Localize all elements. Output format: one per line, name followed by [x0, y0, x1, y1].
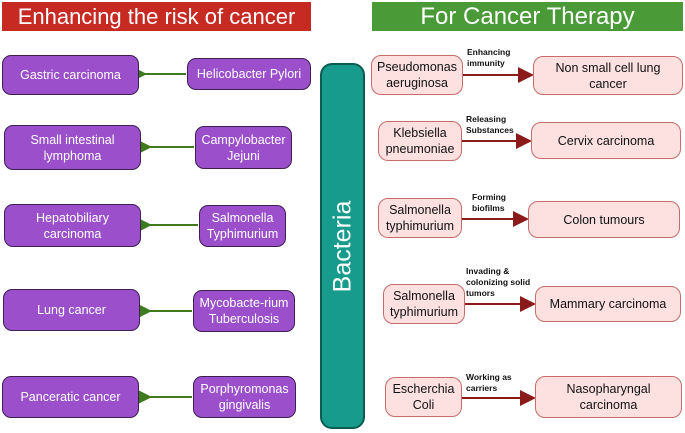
- therapy-mechanism-3: Forming biofilms: [472, 192, 506, 213]
- therapy-bacterium-box-1: Pseudomonas aeruginosa: [371, 55, 463, 95]
- risk-cancer-box-3: Hepatobiliary carcinoma: [4, 204, 141, 247]
- risk-header: Enhancing the risk of cancer: [2, 2, 311, 31]
- therapy-cancer-box-1: Non small cell lung cancer: [533, 56, 683, 95]
- therapy-bacterium-box-5: Escherchia Coli: [385, 377, 462, 417]
- risk-bacterium-box-4: Mycobacte-rium Tuberculosis: [193, 290, 295, 332]
- therapy-mechanism-2: Releasing Substances: [466, 114, 514, 135]
- therapy-bacterium-box-3: Salmonella typhimurium: [378, 198, 462, 238]
- risk-cancer-box-2: Small intestinal lymphoma: [4, 125, 141, 170]
- therapy-cancer-box-4: Mammary carcinoma: [535, 286, 681, 322]
- therapy-mechanism-1: Enhancing immunity: [467, 47, 511, 68]
- therapy-cancer-box-2: Cervix carcinoma: [531, 122, 681, 159]
- bacteria-label: Bacteria: [328, 200, 356, 292]
- therapy-header: For Cancer Therapy: [372, 2, 683, 31]
- bacteria-bar: Bacteria: [320, 63, 365, 429]
- risk-bacterium-box-5: Porphyromonas gingivalis: [193, 376, 296, 418]
- therapy-mechanism-4: Invading & colonizing solid tumors: [466, 266, 531, 298]
- therapy-cancer-box-3: Colon tumours: [528, 201, 680, 238]
- risk-bacterium-box-1: Helicobacter Pylori: [187, 58, 311, 90]
- risk-cancer-box-4: Lung cancer: [3, 289, 140, 331]
- risk-bacterium-box-2: Campylobacter Jejuni: [195, 126, 292, 169]
- risk-cancer-box-5: Panceratic cancer: [2, 376, 139, 418]
- therapy-bacterium-box-2: Klebsiella pneumoniae: [378, 121, 462, 161]
- risk-bacterium-box-3: Salmonella Typhimurium: [199, 205, 286, 247]
- risk-cancer-box-1: Gastric carcinoma: [2, 55, 139, 95]
- therapy-bacterium-box-4: Salmonella typhimurium: [383, 284, 465, 324]
- therapy-cancer-box-5: Nasopharyngal carcinoma: [535, 376, 682, 418]
- therapy-mechanism-5: Working as carriers: [466, 372, 512, 393]
